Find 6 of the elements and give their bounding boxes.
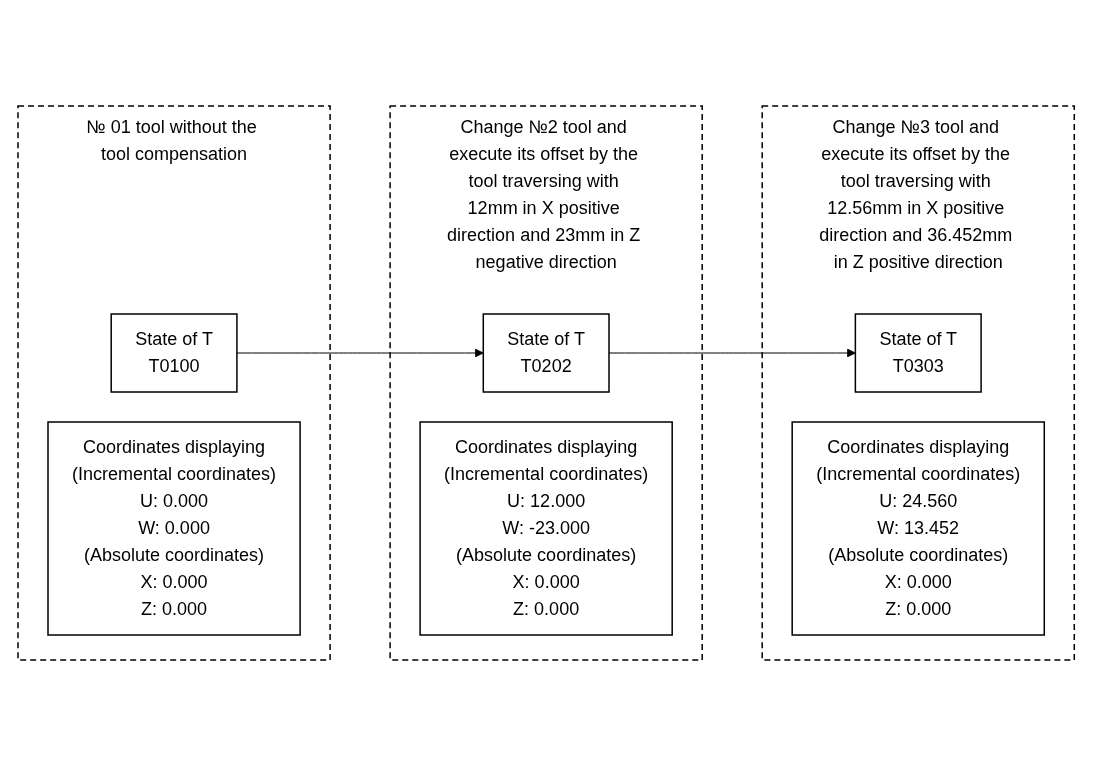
node-box: State of T T0202: [482, 313, 611, 393]
node-box: Coordinates displaying (Incremental coordinates) U: 12.000 W: -23.000 (Absolute coordinates) X: 0.000 Z: 0.000: [419, 421, 674, 636]
node-box: Coordinates displaying (Incremental coordinates) U: 24.560 W: 13.452 (Absolute coordinates) X: 0.000 Z: 0.000: [791, 421, 1046, 636]
node-box: Coordinates displaying (Incremental coordinates) U: 0.000 W: 0.000 (Absolute coordinates) X: 0.000 Z: 0.000: [47, 421, 302, 636]
node-box: State of T T0100: [110, 313, 238, 393]
node-box: State of T T0303: [855, 313, 983, 393]
